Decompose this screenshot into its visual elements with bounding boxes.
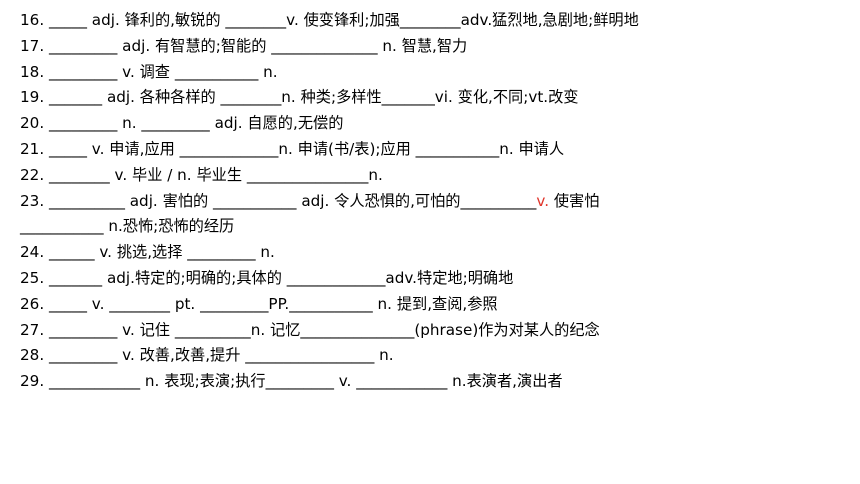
item-28: 28. _________ v. 改善,改善,提升 ______________… <box>20 346 394 365</box>
item-23-text: 23. __________ adj. 害怕的 ___________ adj.… <box>20 191 537 210</box>
item-17: 17. _________ adj. 有智慧的;智能的 ____________… <box>20 36 468 55</box>
item-22: 22. ________ v. 毕业 / n. 毕业生 ____________… <box>20 165 383 184</box>
item-25: 25. _______ adj.特定的;明确的;具体的 ____________… <box>20 268 514 287</box>
item-19: 19. _______ adj. 各种各样的 ________n. 种类;多样性… <box>20 88 579 107</box>
item-21: 21. _____ v. 申请,应用 _____________n. 申请(书/… <box>20 139 565 158</box>
item-23-tail: 使害怕 <box>549 191 600 210</box>
item-20: 20. _________ n. _________ adj. 自愿的,无偿的 <box>20 114 344 133</box>
item-27: 27. _________ v. 记住 __________n. 记忆_____… <box>20 320 600 339</box>
item-23: 23. __________ adj. 害怕的 ___________ adj.… <box>20 189 856 215</box>
item-26: 26. _____ v. ________ pt. _________PP.__… <box>20 294 498 313</box>
item-29: 29. ____________ n. 表现;表演;执行_________ v.… <box>20 372 563 391</box>
item-24: 24. ______ v. 挑选,选择 _________ n. <box>20 243 275 262</box>
vocabulary-worksheet: 16. _____ adj. 锋利的,敏锐的 ________v. 使变锋利;加… <box>20 8 856 395</box>
item-16: 16. _____ adj. 锋利的,敏锐的 ________v. 使变锋利;加… <box>20 11 639 29</box>
item-23-highlight: v. <box>536 191 550 210</box>
item-23-continuation: ___________ n.恐怖;恐怖的经历 <box>20 217 235 236</box>
item-18: 18. _________ v. 调查 ___________ n. <box>20 62 278 81</box>
